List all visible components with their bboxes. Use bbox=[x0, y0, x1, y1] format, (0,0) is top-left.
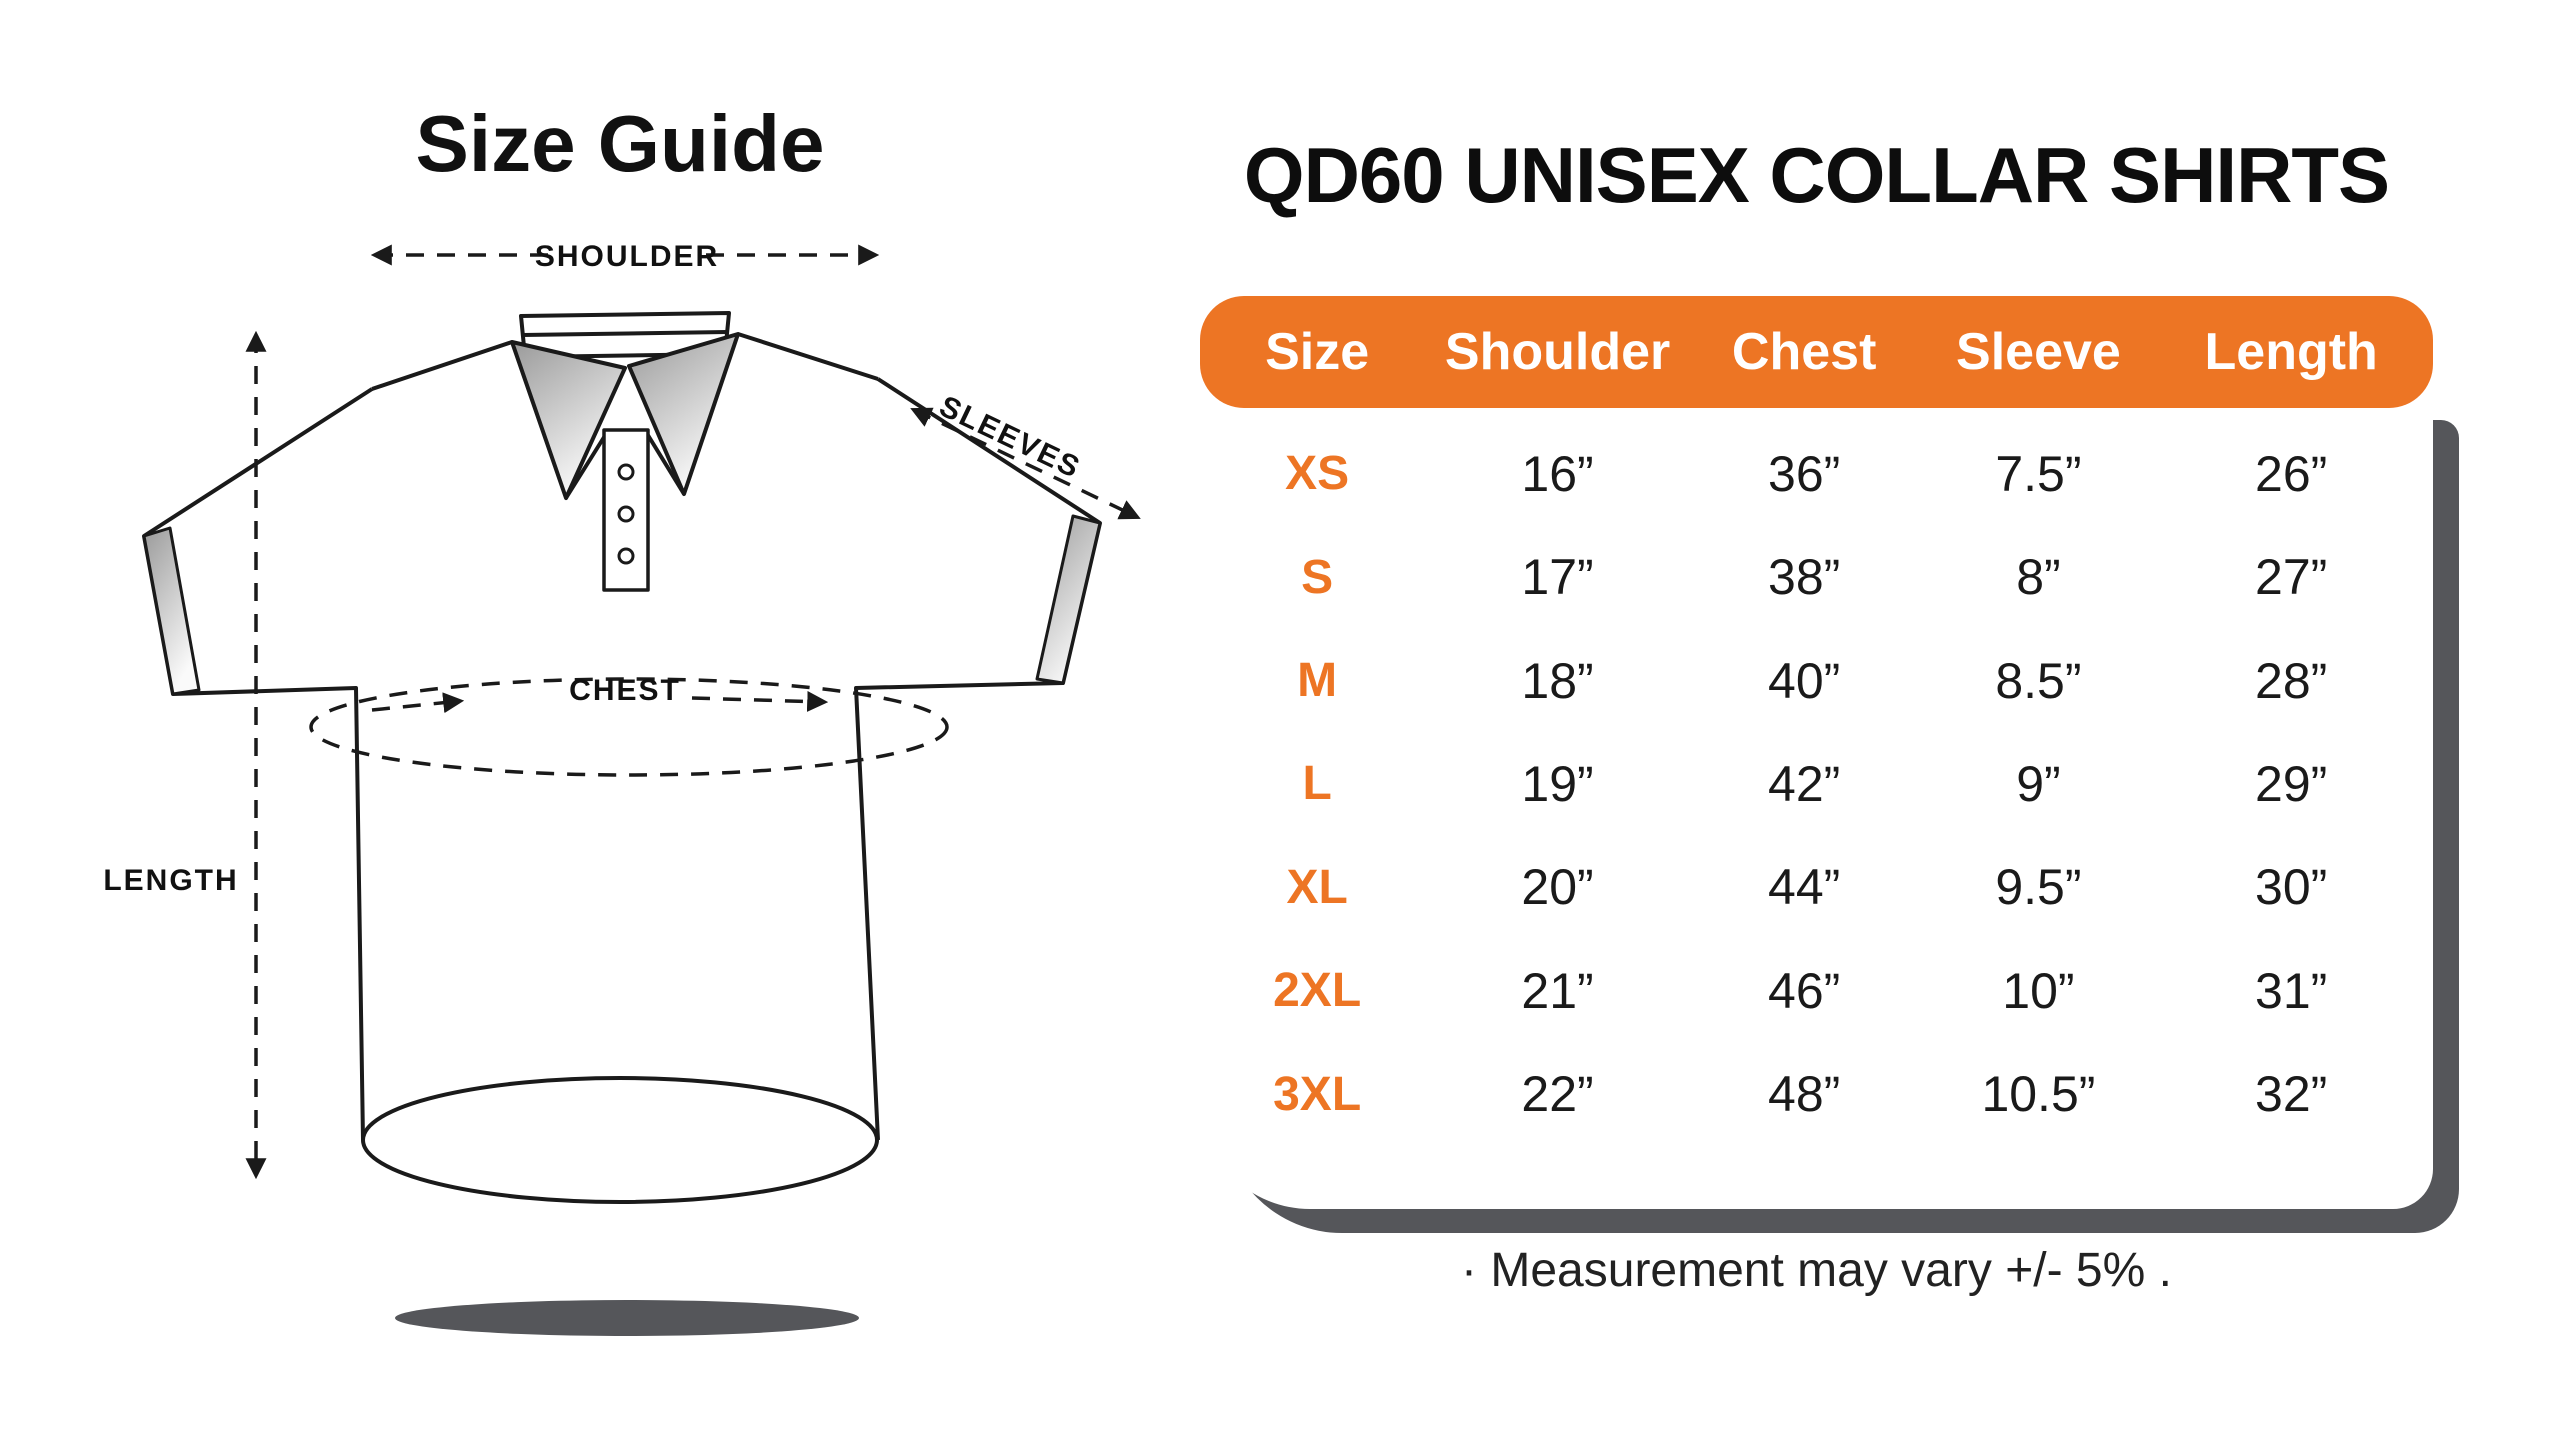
chest-cell: 38” bbox=[1768, 549, 1841, 606]
length-cell: 26” bbox=[2255, 445, 2328, 502]
column-header-shoulder: Shoulder bbox=[1444, 323, 1671, 381]
table-row: XS 16” 36” 7.5” 26” bbox=[1200, 422, 2433, 525]
table-row: 3XL 22” 48” 10.5” 32” bbox=[1200, 1043, 2433, 1146]
size-cell: M bbox=[1297, 654, 1338, 708]
sleeves-label: SLEEVES bbox=[934, 390, 1086, 485]
chest-arrow-right bbox=[691, 690, 829, 712]
shoulder-cell: 18” bbox=[1521, 652, 1594, 709]
shoulder-label: SHOULDER bbox=[535, 240, 719, 273]
shoulder-cell: 22” bbox=[1521, 1066, 1594, 1123]
chest-cell: 48” bbox=[1768, 1066, 1841, 1123]
length-cell: 30” bbox=[2255, 859, 2328, 916]
length-cell: 31” bbox=[2255, 962, 2328, 1019]
shoulder-cell: 20” bbox=[1521, 859, 1594, 916]
chest-label: CHEST bbox=[569, 674, 681, 707]
size-cell: S bbox=[1301, 550, 1334, 604]
table-header-row: Size Shoulder Chest Sleeve Length bbox=[1200, 296, 2433, 408]
size-table-card: Size Shoulder Chest Sleeve Length XS 16”… bbox=[1200, 296, 2459, 1233]
table-row: M 18” 40” 8.5” 28” bbox=[1200, 629, 2433, 732]
placket-button bbox=[617, 547, 635, 565]
collar bbox=[510, 311, 740, 592]
placket-button bbox=[617, 505, 635, 523]
neckline-left bbox=[564, 432, 608, 500]
chest-cell: 40” bbox=[1768, 652, 1841, 709]
chest-cell: 46” bbox=[1768, 962, 1841, 1019]
column-header-length: Length bbox=[2204, 323, 2378, 381]
collar-flap-left bbox=[510, 340, 627, 500]
sleeve-cell: 7.5” bbox=[1995, 445, 2082, 502]
shirt-left-side bbox=[142, 387, 374, 1141]
table-title: QD60 UNISEX COLLAR SHIRTS bbox=[1243, 131, 2390, 219]
sleeves-arrow bbox=[910, 407, 1141, 520]
size-cell: L bbox=[1302, 757, 1332, 811]
table-row: S 17” 38” 8” 27” bbox=[1200, 525, 2433, 628]
collar-flap-right bbox=[627, 332, 740, 496]
shirt-right-side bbox=[854, 377, 1102, 1141]
size-cell: 3XL bbox=[1273, 1067, 1362, 1121]
measurement-footnote: · Measurement may vary +/- 5% . bbox=[1461, 1244, 2172, 1297]
table-row: 2XL 21” 46” 10” 31” bbox=[1200, 939, 2433, 1042]
table-rows: XS 16” 36” 7.5” 26” S 17” 38” 8” 27” M 1… bbox=[1200, 422, 2433, 1146]
sleeve-cell: 8” bbox=[2016, 549, 2061, 606]
shoulder-cell: 17” bbox=[1521, 549, 1594, 606]
sleeve-cell: 10” bbox=[2002, 962, 2075, 1019]
length-cell: 29” bbox=[2255, 755, 2328, 812]
neckline-right bbox=[644, 430, 686, 496]
chest-arrow-left bbox=[371, 692, 465, 714]
table-row: L 19” 42” 9” 29” bbox=[1200, 732, 2433, 835]
size-cell: 2XL bbox=[1273, 964, 1362, 1018]
shoulder-seam-left bbox=[371, 340, 513, 391]
chest-cell: 36” bbox=[1768, 445, 1841, 502]
shoulder-cell: 21” bbox=[1521, 962, 1594, 1019]
chest-ellipse bbox=[309, 677, 949, 777]
shoulder-cell: 16” bbox=[1521, 445, 1594, 502]
table-body-card bbox=[1200, 352, 2433, 1209]
chest-cell: 42” bbox=[1768, 755, 1841, 812]
chest-cell: 44” bbox=[1768, 859, 1841, 916]
length-label: LENGTH bbox=[103, 864, 238, 897]
column-header-chest: Chest bbox=[1731, 323, 1877, 381]
column-header-size: Size bbox=[1265, 323, 1370, 381]
measurement-lines bbox=[245, 244, 1141, 1180]
length-cell: 27” bbox=[2255, 549, 2328, 606]
collar-band-line bbox=[522, 330, 728, 337]
sleeve-cell: 10.5” bbox=[1981, 1066, 2096, 1123]
floor-shadow bbox=[395, 1300, 859, 1336]
placket-button bbox=[617, 463, 635, 481]
shoulder-seam-right bbox=[737, 332, 879, 381]
column-header-sleeve: Sleeve bbox=[1956, 323, 2121, 381]
sleeve-cell: 8.5” bbox=[1995, 652, 2082, 709]
length-cell: 28” bbox=[2255, 652, 2328, 709]
size-cell: XL bbox=[1286, 860, 1348, 914]
size-guide-title: Size Guide bbox=[415, 99, 825, 188]
shoulder-cell: 19” bbox=[1521, 755, 1594, 812]
length-cell: 32” bbox=[2255, 1066, 2328, 1123]
cuff-right bbox=[1035, 514, 1102, 685]
shirt-diagram: SHOULDER LENGTH SLEEVES CHEST bbox=[103, 240, 1141, 1336]
sleeve-cell: 9” bbox=[2016, 755, 2061, 812]
sleeve-cell: 9.5” bbox=[1995, 859, 2082, 916]
cuff-left bbox=[142, 526, 201, 696]
table-row: XL 20” 44” 9.5” 30” bbox=[1200, 836, 2433, 939]
size-cell: XS bbox=[1285, 447, 1350, 501]
shirt-hem bbox=[361, 1076, 879, 1204]
